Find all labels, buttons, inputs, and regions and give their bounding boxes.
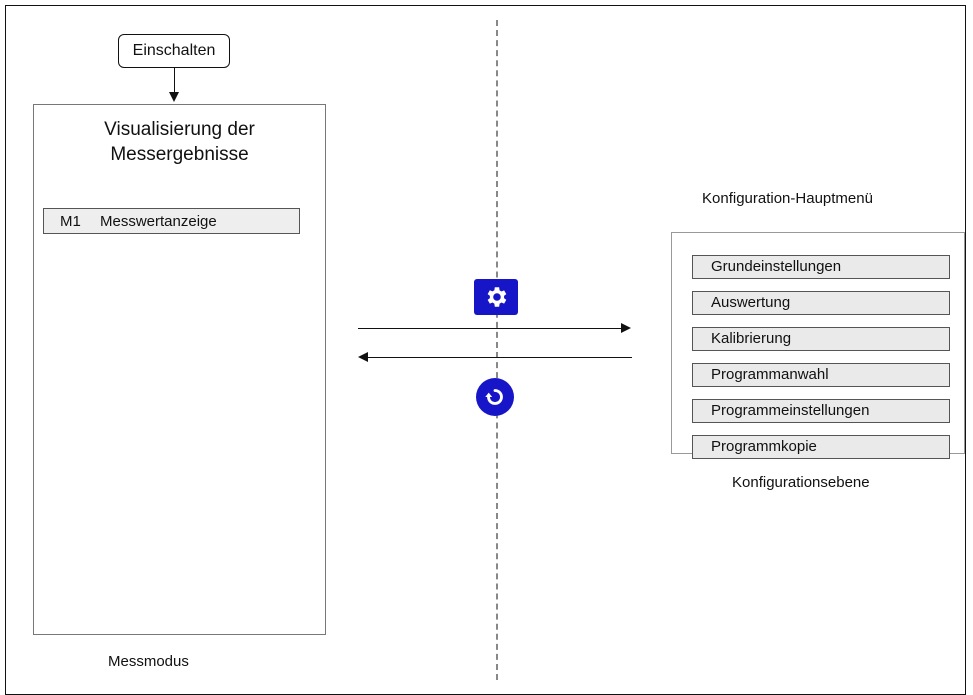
config-item-kalibrierung[interactable]: Kalibrierung	[692, 327, 950, 351]
measure-item-code: M1	[60, 212, 81, 230]
measure-item-label: Messwertanzeige	[100, 212, 217, 230]
config-menu-list: Grundeinstellungen Auswertung Kalibrieru…	[692, 255, 950, 459]
to-config-arrow-head	[621, 323, 631, 333]
config-button[interactable]	[474, 279, 518, 315]
measure-mode-caption: Messmodus	[108, 653, 189, 670]
config-item-programmkopie[interactable]: Programmkopie	[692, 435, 950, 459]
mode-divider	[496, 20, 498, 680]
back-button[interactable]	[476, 378, 514, 416]
return-arrow-icon	[485, 389, 503, 405]
to-config-arrow-line	[358, 328, 622, 329]
config-main-menu-title: Konfiguration-Hauptmenü	[702, 190, 873, 207]
power-on-box: Einschalten	[118, 34, 230, 68]
config-item-programmeinstellungen[interactable]: Programmeinstellungen	[692, 399, 950, 423]
gear-icon	[487, 287, 507, 307]
measure-mode-panel: Visualisierung der Messergebnisse M1 Mes…	[33, 104, 326, 635]
measure-title-line1: Visualisierung der	[104, 119, 255, 140]
measure-item-m1[interactable]: M1 Messwertanzeige	[43, 208, 300, 234]
config-item-programmanwahl[interactable]: Programmanwahl	[692, 363, 950, 387]
config-item-grundeinstellungen[interactable]: Grundeinstellungen	[692, 255, 950, 279]
power-on-label: Einschalten	[132, 42, 216, 59]
config-item-auswertung[interactable]: Auswertung	[692, 291, 950, 315]
to-measure-arrow-head	[358, 352, 368, 362]
to-measure-arrow-line	[368, 357, 632, 358]
config-main-menu-panel: Grundeinstellungen Auswertung Kalibrieru…	[671, 232, 965, 459]
power-on-arrow-head	[169, 92, 179, 102]
measure-mode-title: Visualisierung der Messergebnisse	[34, 117, 325, 167]
config-level-caption: Konfigurationsebene	[732, 474, 870, 491]
measure-title-line2: Messergebnisse	[110, 144, 249, 165]
power-on-arrow-line	[174, 68, 175, 92]
